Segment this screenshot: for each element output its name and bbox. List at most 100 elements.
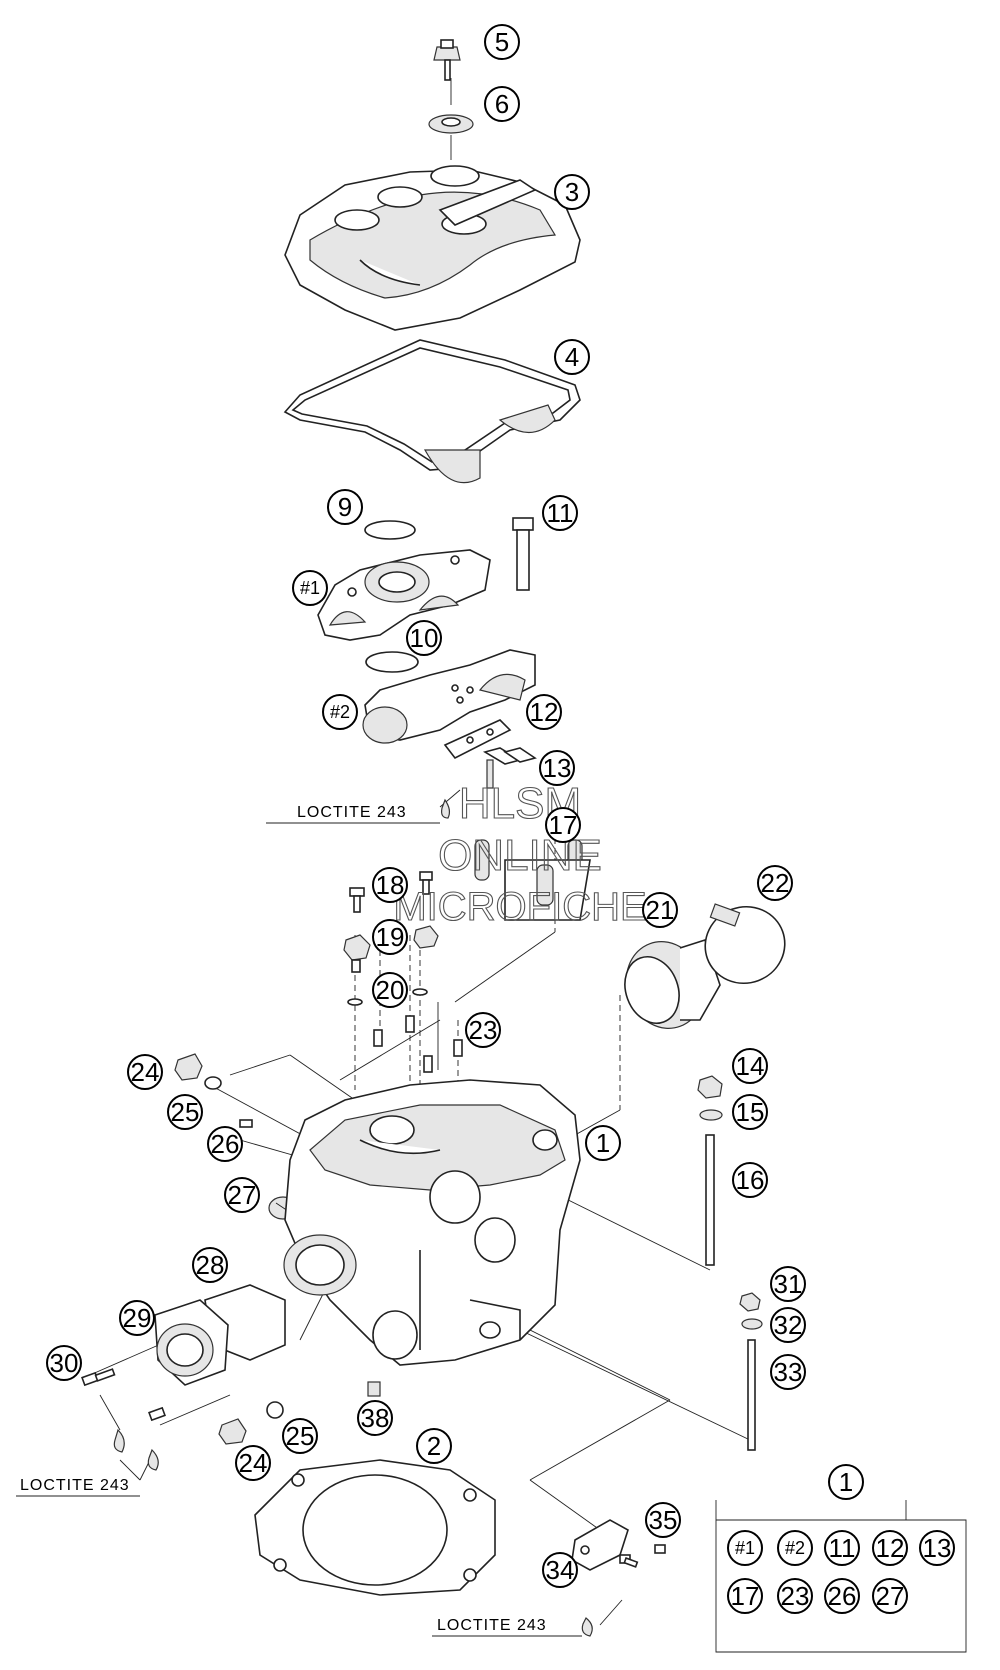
svg-text:14: 14: [736, 1051, 765, 1081]
svg-text:#1: #1: [300, 578, 320, 598]
svg-text:24: 24: [131, 1057, 160, 1087]
loctite-text-top: LOCTITE 243: [297, 804, 407, 821]
callout-26: 26: [207, 1126, 243, 1162]
svg-text:12: 12: [530, 697, 559, 727]
part-6-washer: [428, 114, 474, 134]
part-10-oring: [365, 651, 419, 673]
part-17-tensioner-pins: [474, 839, 591, 921]
svg-text:27: 27: [876, 1581, 905, 1611]
watermark: HLSM ONLINE MICROFICHE: [393, 778, 647, 929]
callout-32: 32: [770, 1307, 806, 1343]
part-29-intake-adapter: [154, 1299, 229, 1386]
kit-header-callout: 1: [828, 1464, 864, 1500]
part-32-washer: [741, 1318, 763, 1330]
svg-text:38: 38: [361, 1403, 390, 1433]
kit-item-12: 12: [872, 1530, 908, 1566]
svg-text:1: 1: [839, 1467, 853, 1497]
callout-19: 19: [372, 919, 408, 955]
svg-text:35: 35: [649, 1505, 678, 1535]
kit-item-hash1: #1: [727, 1530, 763, 1566]
part-loctite-drops-left: [113, 1428, 159, 1471]
svg-text:20: 20: [376, 975, 405, 1005]
callout-28: 28: [192, 1247, 228, 1283]
svg-text:16: 16: [736, 1165, 765, 1195]
svg-text:33: 33: [774, 1357, 803, 1387]
kit-item-11: 11: [824, 1530, 860, 1566]
part-1a-cam-bracket: [317, 549, 491, 641]
svg-text:30: 30: [50, 1348, 79, 1378]
svg-text:9: 9: [338, 492, 352, 522]
part-31-nut: [739, 1292, 761, 1312]
callout-34: 34: [542, 1552, 578, 1588]
callout-13: 13: [539, 750, 575, 786]
svg-text:6: 6: [495, 89, 509, 119]
svg-text:#2: #2: [330, 702, 350, 722]
svg-text:24: 24: [239, 1448, 268, 1478]
loctite-label-bottom: LOCTITE 243: [432, 1617, 582, 1637]
svg-text:4: 4: [565, 342, 579, 372]
part-38-plug: [367, 1381, 381, 1397]
callout-20: 20: [372, 972, 408, 1008]
part-14-nut: [697, 1075, 723, 1099]
part-16-stud: [705, 1134, 715, 1266]
callout-9: 9: [327, 489, 363, 525]
callout-6: 6: [484, 86, 520, 122]
part-23-dowels: [373, 1015, 463, 1073]
part-1-cylinder-head: [283, 1079, 581, 1366]
callout-3: 3: [554, 174, 590, 210]
callout-14: 14: [732, 1048, 768, 1084]
callout-12: 12: [526, 694, 562, 730]
kit-item-hash2: #2: [777, 1530, 813, 1566]
kit-item-17: 17: [727, 1578, 763, 1614]
part-25-oring-bottom: [266, 1401, 284, 1419]
part-13-screws: [482, 747, 537, 789]
svg-text:26: 26: [828, 1581, 857, 1611]
svg-text:11: 11: [829, 1533, 856, 1563]
callout-18: 18: [372, 867, 408, 903]
svg-text:29: 29: [123, 1303, 152, 1333]
loctite-label-left: LOCTITE 243: [16, 1477, 140, 1497]
svg-text:13: 13: [543, 753, 572, 783]
svg-text:5: 5: [495, 27, 509, 57]
svg-text:3: 3: [565, 177, 579, 207]
loctite-label-top: LOCTITE 243: [266, 804, 440, 824]
svg-text:12: 12: [876, 1533, 905, 1563]
watermark-line3: MICROFICHE: [393, 885, 646, 929]
callout-21: 21: [642, 892, 678, 928]
callout-hash2: #2: [322, 694, 358, 730]
callout-35: 35: [645, 1502, 681, 1538]
callout-1-main: 1: [585, 1125, 621, 1161]
part-12-chain-guide: [443, 719, 512, 760]
svg-text:#1: #1: [735, 1538, 755, 1558]
part-9-oring: [364, 520, 416, 540]
svg-text:26: 26: [211, 1129, 240, 1159]
part-2-head-gasket: [254, 1459, 496, 1596]
loctite-text-left: LOCTITE 243: [20, 1477, 130, 1494]
callout-2: 2: [416, 1428, 452, 1464]
part-33-stud: [747, 1339, 756, 1451]
callout-31: 31: [770, 1266, 806, 1302]
svg-text:25: 25: [171, 1097, 200, 1127]
svg-text:19: 19: [376, 922, 405, 952]
kit-item-23: 23: [777, 1578, 813, 1614]
svg-text:31: 31: [774, 1269, 803, 1299]
callout-30: 30: [46, 1345, 82, 1381]
part-18-bolts: [349, 871, 433, 913]
callout-29: 29: [119, 1300, 155, 1336]
callout-16: 16: [732, 1162, 768, 1198]
kit-item-13: 13: [919, 1530, 955, 1566]
part-30-bolts: [81, 1368, 166, 1422]
svg-text:28: 28: [196, 1250, 225, 1280]
svg-text:13: 13: [923, 1533, 952, 1563]
part-4-gasket: [283, 339, 581, 484]
callout-22: 22: [757, 865, 793, 901]
callout-17: 17: [545, 807, 581, 843]
part-24-plug-top: [174, 1053, 203, 1081]
svg-text:#2: #2: [785, 1538, 805, 1558]
svg-text:23: 23: [781, 1581, 810, 1611]
svg-text:11: 11: [547, 498, 574, 528]
svg-text:1: 1: [596, 1128, 610, 1158]
callout-25-bottom: 25: [282, 1418, 318, 1454]
svg-text:25: 25: [286, 1421, 315, 1451]
part-5-bolt: [433, 39, 461, 81]
